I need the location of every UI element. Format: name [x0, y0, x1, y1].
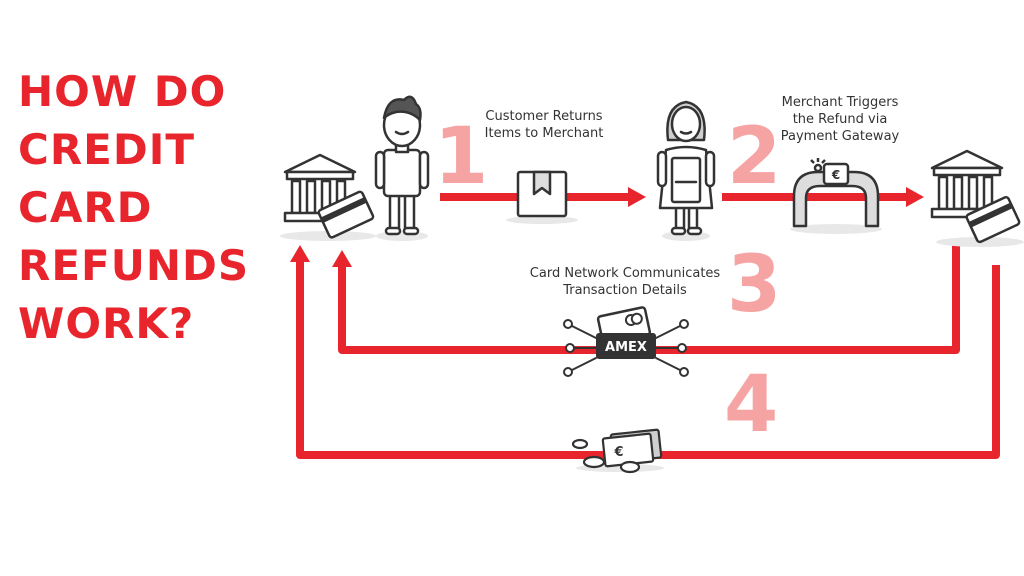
- cash-icon: €: [571, 428, 664, 474]
- package-icon: [506, 170, 578, 224]
- card-network-label: AMEX: [605, 340, 647, 355]
- title-line-4: REFUNDS: [18, 241, 250, 290]
- caption-line: Merchant Triggers: [781, 95, 899, 110]
- title-line-5: WORK?: [18, 299, 195, 348]
- title-line-1: HOW DO: [18, 67, 227, 116]
- customer-icon: [374, 95, 430, 241]
- title-line-3: CARD: [18, 183, 153, 232]
- payment-gateway-icon: €: [790, 158, 882, 234]
- step-number-2: 2: [727, 112, 782, 202]
- caption-line: the Refund via: [792, 112, 888, 127]
- credit-card-icon: [317, 190, 375, 239]
- card-network-icon: AMEX: [563, 306, 689, 377]
- caption-line: Payment Gateway: [780, 129, 900, 144]
- step-number-1: 1: [434, 112, 489, 202]
- caption-line: Items to Merchant: [484, 126, 604, 141]
- credit-card-icon: [965, 195, 1021, 244]
- caption-line: Transaction Details: [563, 283, 687, 298]
- cash-symbol: €: [613, 445, 623, 460]
- step-3-caption: Card Network Communicates Transaction De…: [512, 265, 738, 299]
- gateway-symbol: €: [831, 168, 840, 182]
- merchant-icon: [656, 100, 716, 241]
- title-line-2: CREDIT: [18, 125, 195, 174]
- bank-icon: [280, 153, 376, 241]
- caption-line: Customer Returns: [485, 109, 603, 124]
- step-1-caption: Customer Returns Items to Merchant: [470, 108, 618, 142]
- step-2-caption: Merchant Triggers the Refund via Payment…: [766, 94, 914, 145]
- caption-line: Card Network Communicates: [529, 266, 721, 281]
- step-number-3: 3: [727, 240, 782, 330]
- step-number-4: 4: [724, 360, 779, 450]
